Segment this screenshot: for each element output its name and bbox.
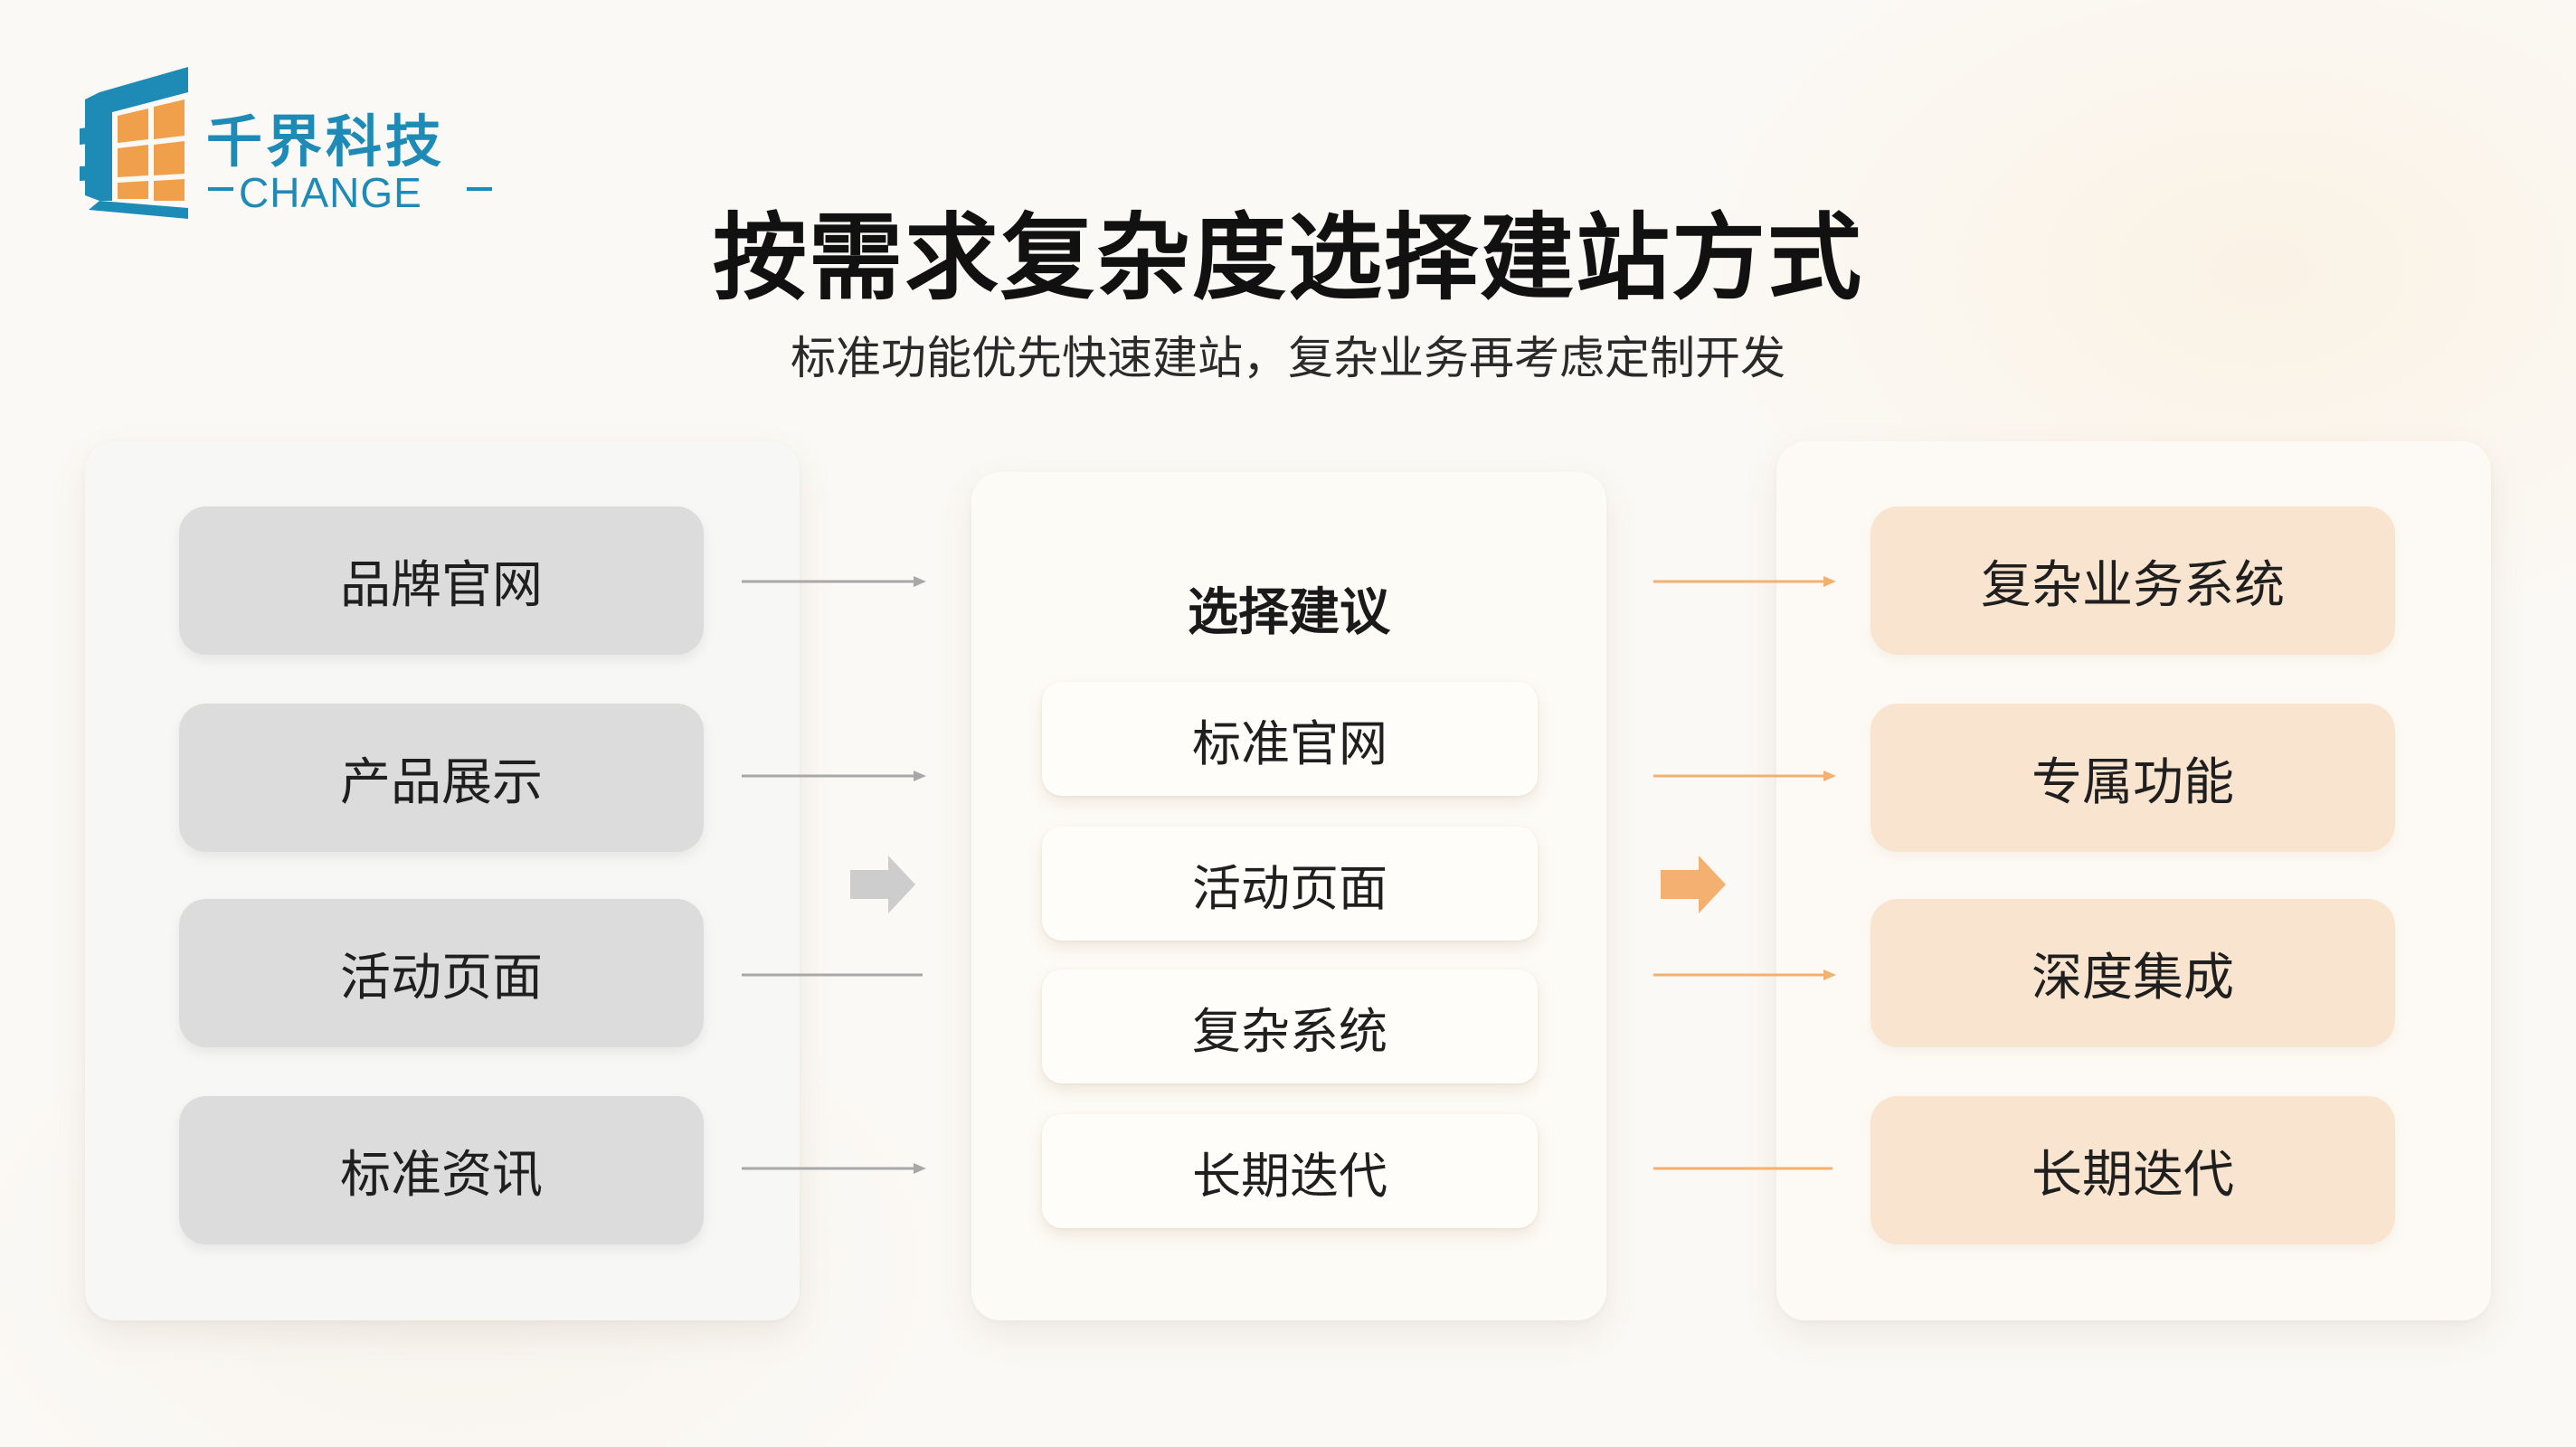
page-subtitle: 标准功能优先快速建站，复杂业务再考虑定制开发 — [791, 332, 1785, 384]
right-connector-arrow — [1653, 576, 1836, 587]
left-connector-arrow — [742, 1163, 926, 1174]
middle-panel: 选择建议 标准官网 活动页面 复杂系统 长期迭代 — [971, 472, 1606, 1320]
middle-item: 长期迭代 — [1042, 1114, 1538, 1228]
left-connector-arrow — [742, 771, 926, 781]
left-connector-arrow — [742, 576, 926, 587]
arrow-right-icon — [850, 856, 915, 913]
left-item: 标准资讯 — [179, 1096, 704, 1244]
left-item: 品牌官网 — [179, 506, 704, 655]
company-logo: 千界科技 CHANGE — [80, 65, 492, 219]
logo-company-name: 千界科技 — [206, 109, 446, 175]
right-item: 复杂业务系统 — [1870, 506, 2395, 655]
logo-english-name: CHANGE — [239, 169, 422, 216]
middle-heading: 选择建议 — [1188, 583, 1390, 642]
left-panel: 品牌官网 产品展示 活动页面 标准资讯 — [85, 441, 800, 1320]
right-connectors — [1653, 576, 1836, 1170]
left-item: 活动页面 — [179, 899, 704, 1047]
middle-item: 活动页面 — [1042, 827, 1538, 941]
middle-item: 复杂系统 — [1042, 969, 1538, 1083]
right-connector-arrow — [1653, 771, 1836, 781]
right-item: 专属功能 — [1870, 704, 2395, 852]
building-window-logo-icon — [80, 67, 188, 219]
middle-item: 标准官网 — [1042, 682, 1538, 796]
right-item: 深度集成 — [1870, 899, 2395, 1047]
page-title: 按需求复杂度选择建站方式 — [712, 203, 1863, 313]
logo-dash-right — [467, 187, 492, 191]
right-connector-arrow — [1653, 969, 1836, 980]
arrow-right-icon — [1661, 856, 1726, 913]
right-item: 长期迭代 — [1870, 1096, 2395, 1244]
left-item: 产品展示 — [179, 704, 704, 852]
right-panel: 复杂业务系统 专属功能 深度集成 长期迭代 — [1776, 441, 2491, 1320]
logo-dash-left — [208, 187, 233, 191]
left-connectors — [742, 576, 926, 1174]
